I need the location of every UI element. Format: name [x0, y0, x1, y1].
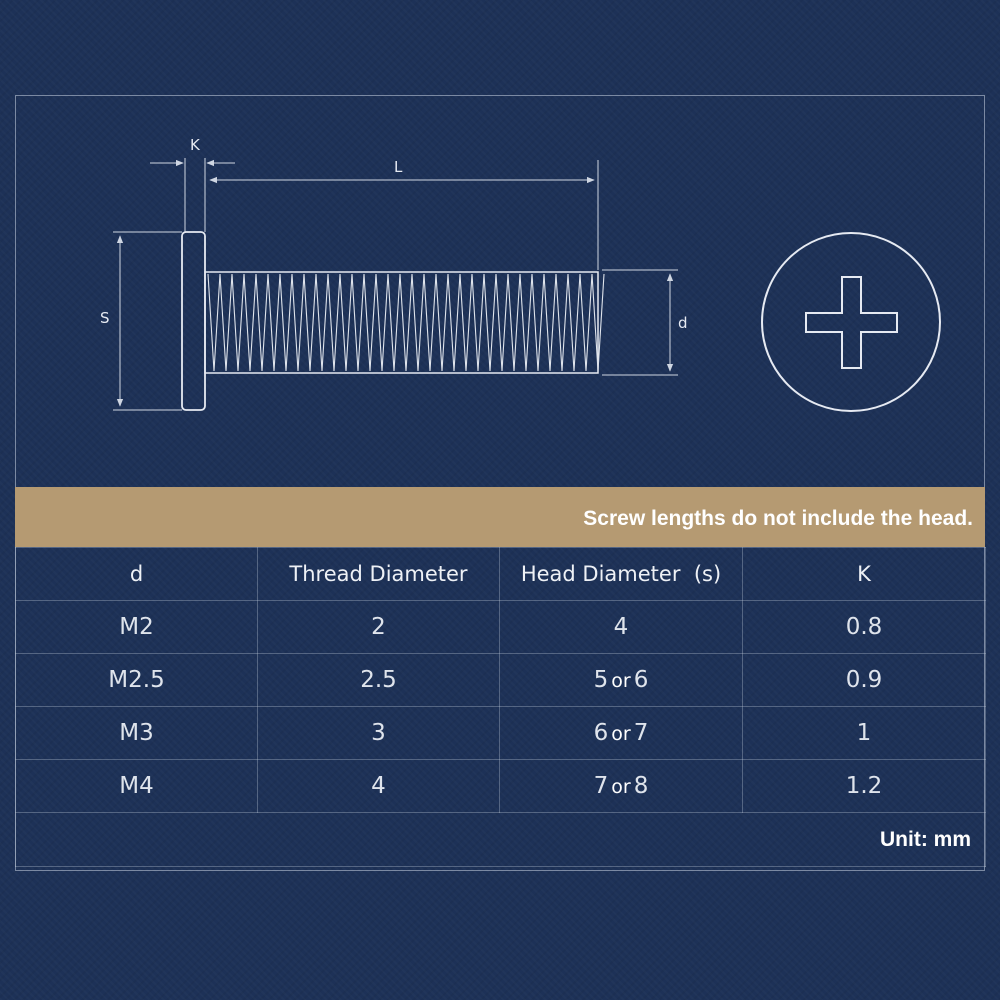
cell-k: 0.8 [742, 600, 986, 654]
head-value-b: 8 [633, 773, 649, 799]
head-value-b: 6 [633, 667, 649, 693]
head-value-a: 5 [593, 667, 609, 693]
cell-k: 1 [742, 706, 986, 760]
or-word: or [611, 723, 631, 745]
header-cell-k: K [742, 547, 986, 601]
cell-d: M2.5 [15, 653, 258, 707]
cell-k: 0.9 [742, 653, 986, 707]
table-row: M2 2 4 0.8 [15, 600, 986, 654]
thread-lines [207, 273, 605, 372]
screw-diagram: K L S d [100, 136, 941, 412]
outer-frame [15, 95, 985, 871]
unit-label: Unit: mm [880, 827, 971, 851]
cell-d: M2 [15, 600, 258, 654]
cell-head: 4 [499, 600, 743, 654]
screw-shank [204, 271, 605, 374]
cell-d: M4 [15, 759, 258, 813]
d-dimension [602, 269, 678, 376]
screw-head-side [181, 231, 206, 411]
l-label: L [394, 158, 403, 176]
k-label: K [190, 136, 201, 154]
note-text: Screw lengths do not include the head. [583, 507, 973, 530]
header-cell-d: d [15, 547, 258, 601]
s-dimension [113, 231, 182, 411]
cell-k: 1.2 [742, 759, 986, 813]
cell-d: M3 [15, 706, 258, 760]
l-dimension [209, 160, 599, 270]
unit-row: Unit: mm [15, 812, 986, 867]
or-word: or [611, 776, 631, 798]
s-label: S [100, 309, 110, 327]
table-header-row: d Thread Diameter Head Diameter (s) K [15, 547, 986, 601]
k-dimension [150, 158, 235, 232]
cell-thread: 3 [257, 706, 500, 760]
cell-thread: 2.5 [257, 653, 500, 707]
head-value-a: 7 [593, 773, 609, 799]
header-cell-thread-diameter: Thread Diameter [257, 547, 500, 601]
head-value-b: 7 [633, 720, 649, 746]
d-label: d [678, 314, 688, 332]
spec-table: d Thread Diameter Head Diameter (s) K M2… [15, 547, 986, 867]
note-banner: Screw lengths do not include the head. [15, 487, 985, 547]
or-word: or [611, 670, 631, 692]
cell-thread: 4 [257, 759, 500, 813]
header-cell-head-diameter: Head Diameter (s) [499, 547, 743, 601]
head-value-a: 6 [593, 720, 609, 746]
phillips-cross-icon [761, 232, 941, 412]
cell-thread: 2 [257, 600, 500, 654]
